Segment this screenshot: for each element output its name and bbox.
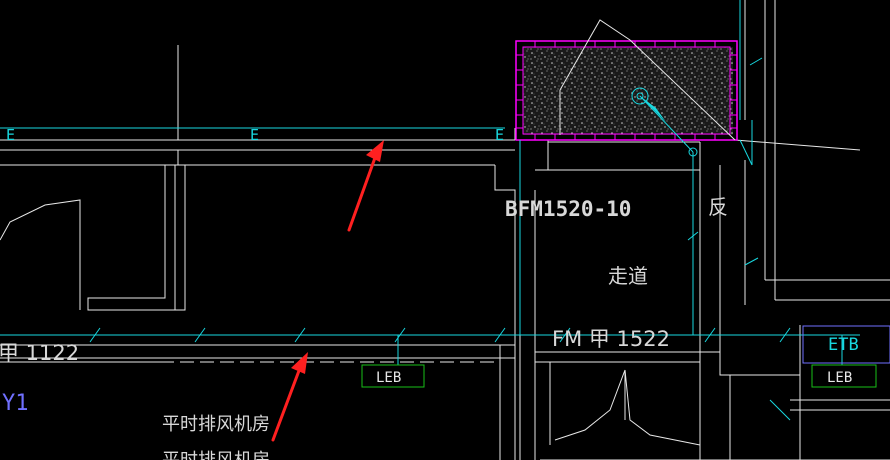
marker-arrow-lower: [271, 352, 308, 442]
leb-tag-2[interactable]: LEB: [811, 364, 877, 388]
door-label-fm[interactable]: FM 甲 1522: [552, 327, 670, 351]
door-label-bfm[interactable]: BFM1520-10: [505, 197, 631, 221]
corridor-label[interactable]: 走道: [608, 264, 648, 288]
fan-node-icon[interactable]: [636, 92, 644, 100]
room-name-label-2[interactable]: 平时排风机房: [162, 450, 270, 460]
hatched-block: [515, 19, 738, 141]
duct-label-e3[interactable]: E: [495, 126, 504, 144]
exhaust-duct: [0, 0, 860, 365]
grid-label-y1[interactable]: Y1: [2, 391, 29, 416]
fan-side-label[interactable]: 反: [708, 195, 728, 219]
room-name-label[interactable]: 平时排风机房: [162, 414, 270, 435]
leb-tag-1-text: LEB: [376, 370, 401, 386]
etb-tag[interactable]: ETB: [802, 325, 890, 364]
wall-tag-label[interactable]: 甲 1122: [0, 341, 79, 365]
duct-label-e2[interactable]: E: [250, 126, 259, 144]
airflow-arrow-icon: [640, 96, 666, 122]
duct-label-e1[interactable]: E: [6, 126, 15, 144]
etb-tag-text: ETB: [828, 335, 859, 355]
leb-tag-1[interactable]: LEB: [361, 364, 425, 388]
leb-tag-2-text: LEB: [827, 370, 852, 386]
duct-ticks: [89, 57, 791, 421]
dashed-walls: [0, 149, 500, 363]
marker-arrow-upper: [347, 140, 384, 232]
